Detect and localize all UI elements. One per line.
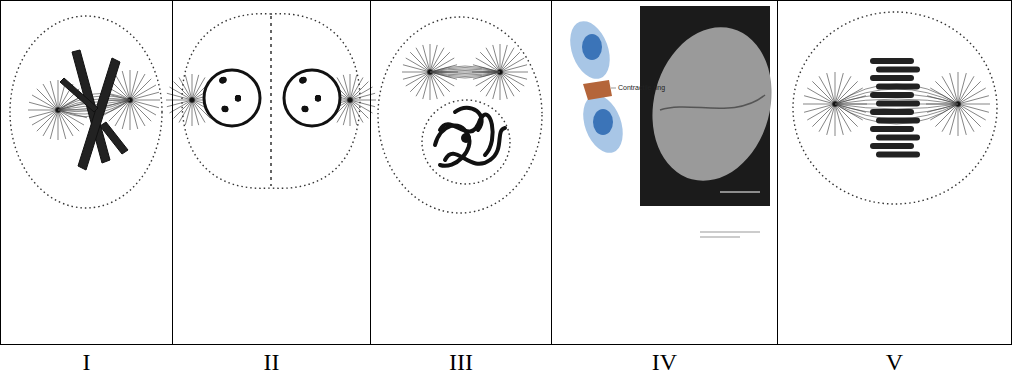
stage-numeral: IV xyxy=(552,349,777,376)
stage-numeral: V xyxy=(778,349,1011,376)
stage-panel: V xyxy=(777,0,1012,345)
stage-panel: II xyxy=(172,0,371,345)
stage-panel: III xyxy=(370,0,552,345)
stage-numeral: III xyxy=(371,349,551,376)
stage-panel: IV xyxy=(551,0,778,345)
stage-panel: I xyxy=(0,0,173,345)
stage-numeral: I xyxy=(1,349,172,376)
stage-numeral: II xyxy=(173,349,370,376)
part-label: Contractile ring xyxy=(618,84,665,91)
